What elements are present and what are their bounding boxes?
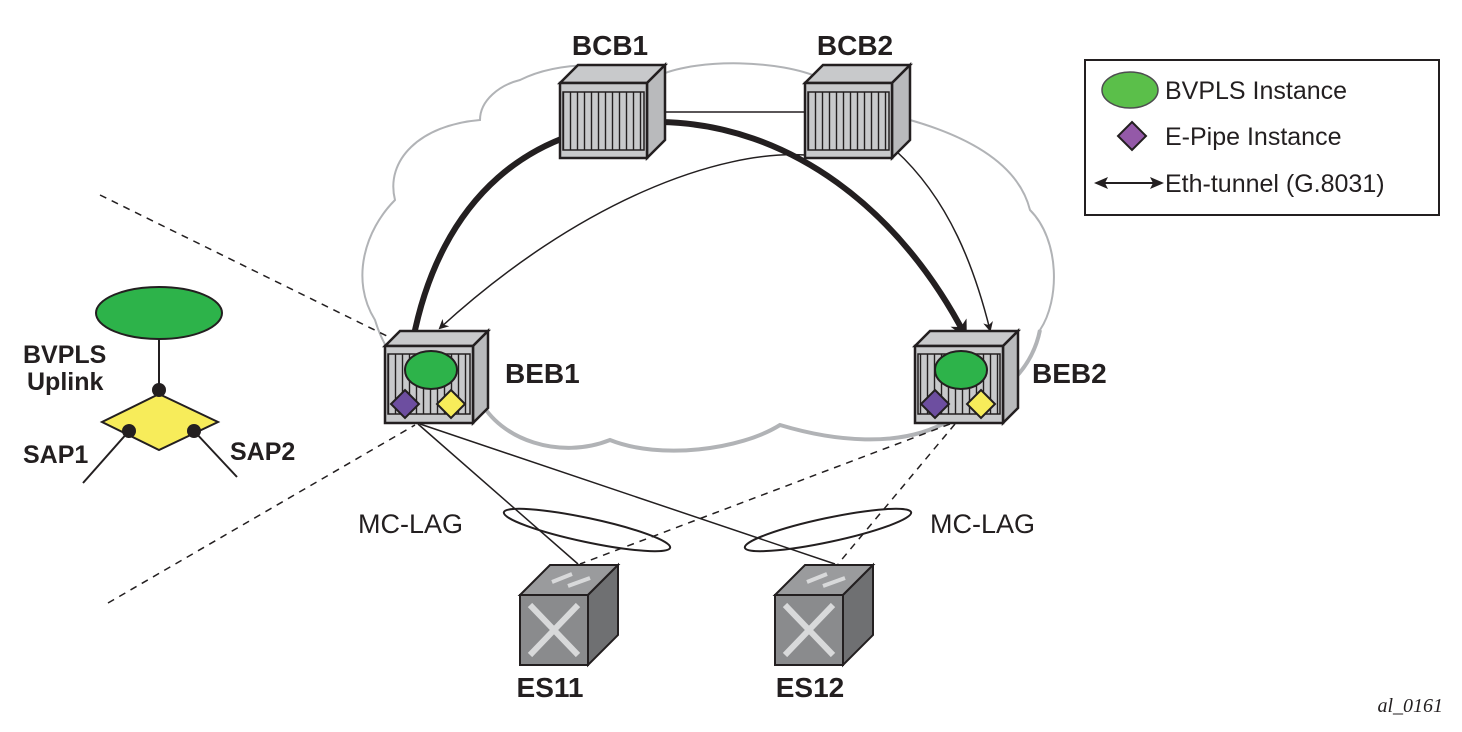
purple-diamond-icon bbox=[1116, 120, 1148, 152]
es12-switch[interactable] bbox=[772, 562, 876, 668]
legend-label: Eth-tunnel (G.8031) bbox=[1165, 170, 1385, 198]
bvpls-instance-icon bbox=[934, 350, 988, 390]
epipe-instance-icon bbox=[919, 388, 951, 420]
beb2-label: BEB2 bbox=[1032, 358, 1107, 389]
epipe-instance-icon bbox=[389, 388, 421, 420]
sap-instance-icon bbox=[435, 388, 467, 420]
sap-instance-icon bbox=[965, 388, 997, 420]
switch-cross-arrows-icon bbox=[782, 602, 836, 658]
beb1-label: BEB1 bbox=[505, 358, 580, 389]
bcb2-device[interactable] bbox=[801, 61, 914, 162]
double-arrow-icon bbox=[1094, 177, 1164, 189]
mclag-left-ring bbox=[502, 507, 672, 553]
thin-arrow-bcb2-beb1 bbox=[438, 153, 806, 330]
beb1-device[interactable] bbox=[381, 327, 492, 427]
switch-cross-arrows-icon bbox=[527, 602, 581, 658]
green-ellipse-icon bbox=[1101, 71, 1159, 109]
mclag-right-label: MC-LAG bbox=[930, 509, 1035, 539]
es11-switch[interactable] bbox=[517, 562, 621, 668]
access-links bbox=[417, 423, 956, 565]
mclag-right-ring bbox=[743, 507, 913, 553]
epipe-detail bbox=[82, 286, 238, 484]
sap2-label: SAP2 bbox=[230, 438, 295, 466]
bcb1-label: BCB1 bbox=[572, 30, 648, 61]
legend-label: E-Pipe Instance bbox=[1165, 123, 1342, 151]
es12-label: ES12 bbox=[776, 672, 845, 703]
mclag-left-label: MC-LAG bbox=[358, 509, 463, 539]
switch-top-arrows-icon bbox=[551, 572, 591, 588]
legend-label: BVPLS Instance bbox=[1165, 77, 1347, 105]
uplink-port-dot bbox=[152, 383, 166, 397]
beb2-device[interactable] bbox=[911, 327, 1022, 427]
figure-id: al_0161 bbox=[1377, 695, 1443, 717]
sap2-port-dot bbox=[187, 424, 201, 438]
sap1-port-dot bbox=[122, 424, 136, 438]
bvpls-instance-icon bbox=[404, 350, 458, 390]
thin-arrow-bcb2-beb2 bbox=[894, 149, 993, 332]
legend: BVPLS Instance E-Pipe Instance Eth-tunne… bbox=[1084, 59, 1440, 216]
uplink-label-line2: Uplink bbox=[27, 368, 103, 396]
switch-top-arrows-icon bbox=[806, 572, 846, 588]
bcb2-label: BCB2 bbox=[817, 30, 893, 61]
zoom-guide-lines bbox=[99, 194, 416, 604]
sap1-label: SAP1 bbox=[23, 441, 88, 469]
uplink-label-line1: BVPLS bbox=[23, 341, 106, 369]
bcb1-device[interactable] bbox=[556, 61, 669, 162]
bvpls-instance-icon bbox=[95, 286, 223, 340]
es11-label: ES11 bbox=[517, 672, 584, 703]
